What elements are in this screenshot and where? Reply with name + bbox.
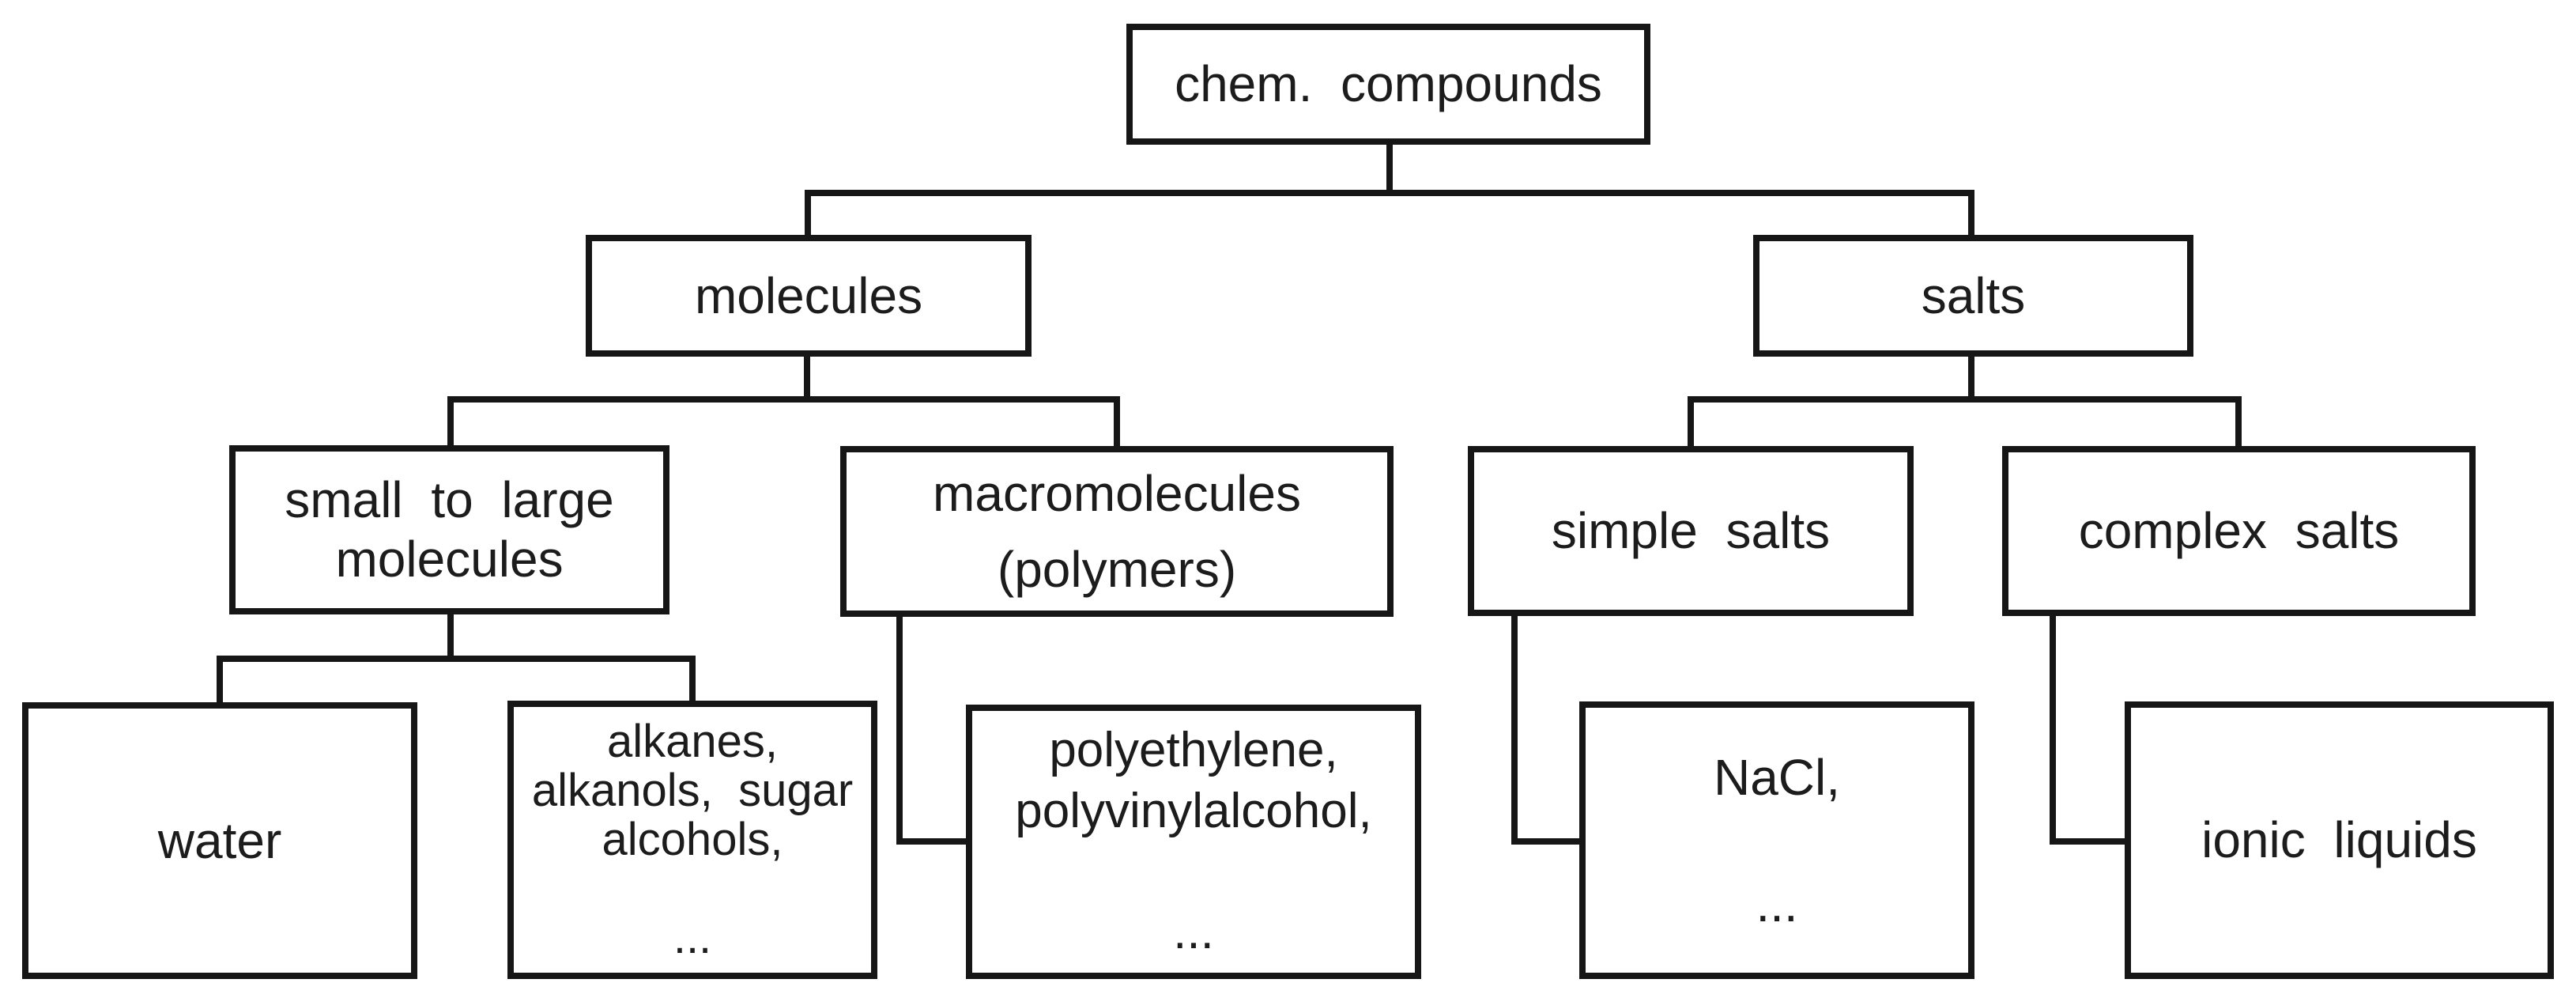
node-molecules-label: molecules	[694, 267, 923, 324]
node-salts: salts	[1753, 235, 2193, 357]
connector-simple-salts-elbow-h	[1511, 838, 1582, 845]
node-complex-salts: complex salts	[2002, 446, 2476, 616]
node-ionic-liquids-label: ionic liquids	[2201, 811, 2477, 869]
connector-drop-molecules	[805, 190, 811, 235]
node-simple-salts: simple salts	[1468, 446, 1914, 616]
connector-drop-macromolecules	[1114, 396, 1120, 446]
node-complex-salts-label: complex salts	[2078, 502, 2400, 560]
node-nacl-label: NaCl, ...	[1713, 748, 1841, 932]
node-nacl: NaCl, ...	[1579, 701, 1974, 979]
connector-root-stem	[1386, 145, 1393, 196]
connector-small-to-large-rail	[217, 656, 696, 662]
connector-small-to-large-stem	[447, 614, 454, 662]
connector-salts-rail	[1688, 396, 2242, 403]
node-small-to-large-molecules: small to large molecules	[229, 445, 669, 614]
node-alkanes-label: alkanes, alkanols, sugar alcohols, ...	[531, 715, 854, 964]
connector-molecules-stem	[804, 357, 810, 403]
connector-macromolecules-elbow-h	[896, 838, 969, 845]
connector-complex-salts-elbow-v	[2050, 616, 2056, 845]
connector-macromolecules-elbow-v	[896, 617, 903, 845]
node-simple-salts-label: simple salts	[1551, 502, 1831, 560]
connector-salts-stem	[1968, 357, 1974, 403]
node-macromolecules-label: macromolecules (polymers)	[933, 465, 1301, 598]
connector-molecules-rail	[447, 396, 1120, 403]
connector-simple-salts-elbow-v	[1511, 616, 1518, 845]
connector-drop-alkanes	[689, 656, 696, 701]
node-molecules: molecules	[586, 235, 1032, 357]
connector-complex-salts-elbow-h	[2050, 838, 2128, 845]
node-macromolecules: macromolecules (polymers)	[840, 446, 1394, 617]
connector-drop-complex-salts	[2235, 396, 2242, 446]
node-water-label: water	[157, 811, 282, 869]
connector-drop-simple-salts	[1688, 396, 1694, 446]
connector-drop-salts	[1968, 190, 1974, 235]
connector-drop-small-to-large	[447, 396, 454, 445]
node-water: water	[22, 702, 417, 979]
node-chem-compounds: chem. compounds	[1126, 24, 1650, 145]
node-small-to-large-molecules-label: small to large molecules	[285, 471, 614, 588]
node-salts-label: salts	[1921, 267, 2026, 324]
node-chem-compounds-label: chem. compounds	[1175, 55, 1602, 113]
connector-drop-water	[217, 656, 223, 702]
node-alkanes: alkanes, alkanols, sugar alcohols, ...	[507, 701, 877, 979]
node-ionic-liquids: ionic liquids	[2125, 701, 2554, 979]
connector-root-rail	[805, 190, 1974, 196]
node-polyethylene-label: polyethylene, polyvinylalcohol, ...	[1015, 722, 1372, 960]
node-polyethylene: polyethylene, polyvinylalcohol, ...	[966, 705, 1421, 979]
